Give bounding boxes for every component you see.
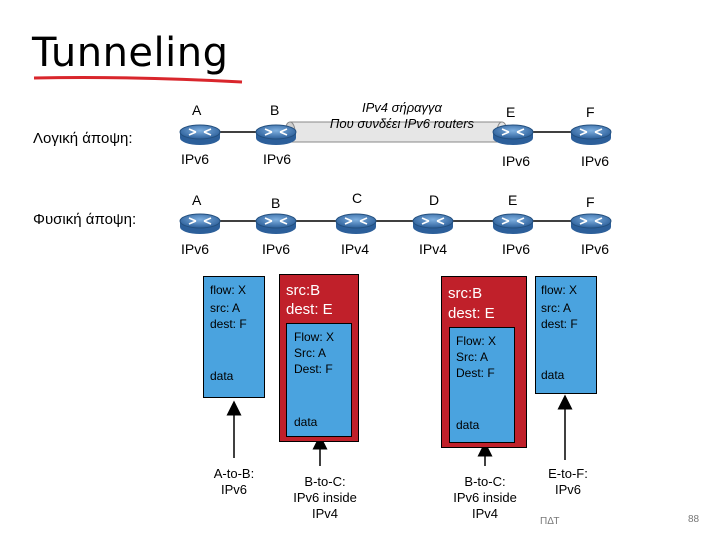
physical-node-c-proto: IPv4 xyxy=(341,241,370,257)
packet-a-to-b-src: src: A xyxy=(210,301,241,315)
physical-router-c-icon xyxy=(335,213,377,234)
physical-router-d-icon xyxy=(412,213,454,234)
caption-e-to-f: E-to-F: IPv6 xyxy=(528,466,608,498)
packet-e-to-f-flow: flow: X xyxy=(541,283,578,297)
packet-d-to-e-outer-dest: dest: E xyxy=(448,305,495,322)
physical-router-a-icon xyxy=(179,213,221,234)
logical-view-label: Λογική άποψη: xyxy=(33,130,133,147)
physical-router-b-icon xyxy=(255,213,297,234)
packet-b-to-c-src: Src: A xyxy=(294,346,327,360)
logical-node-e-proto: IPv6 xyxy=(502,153,531,169)
logical-node-b-proto: IPv6 xyxy=(263,151,292,167)
packet-b-to-c-flow: Flow: X xyxy=(294,330,335,344)
packet-a-to-b-dest: dest: F xyxy=(210,317,247,331)
logical-node-e-name: E xyxy=(506,104,516,120)
caption-e-to-f-line2: IPv6 xyxy=(554,482,581,497)
caption-d-to-e-line1: B-to-C: xyxy=(464,474,506,489)
caption-a-to-b-line2: IPv6 xyxy=(220,482,247,497)
packet-a-to-b: flow: X src: A dest: F data xyxy=(203,276,265,398)
packet-e-to-f: flow: X src: A dest: F data xyxy=(535,276,597,394)
packet-b-to-c-outer-dest: dest: E xyxy=(286,301,333,318)
caption-a-to-b-line1: A-to-B: xyxy=(213,466,255,481)
packet-d-to-e-inner: Flow: X Src: A Dest: F data xyxy=(449,327,515,443)
logical-node-a-name: A xyxy=(192,102,202,118)
packet-d-to-e: src:B dest: E Flow: X Src: A Dest: F dat… xyxy=(441,276,527,448)
physical-node-e-name: E xyxy=(508,192,518,208)
packet-b-to-c-inner: Flow: X Src: A Dest: F data xyxy=(286,323,352,437)
logical-router-a-icon xyxy=(179,124,221,145)
packet-d-to-e-src: Src: A xyxy=(456,350,489,364)
physical-node-b-name: B xyxy=(271,195,281,211)
slide-title: Tunneling xyxy=(32,30,229,76)
packet-a-to-b-flow: flow: X xyxy=(210,283,247,297)
tunnel-caption-line1: IPv4 σήραγγα xyxy=(362,100,442,115)
packet-d-to-e-dest: Dest: F xyxy=(456,366,495,380)
physical-node-d-name: D xyxy=(429,192,440,208)
physical-node-f-name: F xyxy=(586,194,595,210)
packet-e-to-f-dest: dest: F xyxy=(541,317,578,331)
physical-router-e-icon xyxy=(492,213,534,234)
caption-a-to-b: A-to-B: IPv6 xyxy=(194,466,274,498)
packet-d-to-e-outer-src: src:B xyxy=(448,285,483,302)
caption-b-to-c: B-to-C: IPv6 inside IPv4 xyxy=(275,474,375,522)
caption-b-to-c-line1: B-to-C: xyxy=(304,474,346,489)
packet-b-to-c-data: data xyxy=(294,415,318,429)
physical-node-a-proto: IPv6 xyxy=(181,241,210,257)
logical-router-f-icon xyxy=(570,124,612,145)
physical-router-f-icon xyxy=(570,213,612,234)
packet-b-to-c-outer-src: src:B xyxy=(286,282,321,299)
logical-router-e-icon xyxy=(492,124,534,145)
logical-node-f-proto: IPv6 xyxy=(581,153,610,169)
physical-node-a-name: A xyxy=(192,192,202,208)
caption-d-to-e-line3: IPv4 xyxy=(471,506,498,521)
footer-label: ΠΔΤ xyxy=(540,516,560,527)
physical-node-b-proto: IPv6 xyxy=(262,241,291,257)
physical-node-d-proto: IPv4 xyxy=(419,241,448,257)
physical-node-c-name: C xyxy=(352,190,363,206)
packet-e-to-f-src: src: A xyxy=(541,301,572,315)
physical-view-label: Φυσική άποψη: xyxy=(33,211,137,228)
logical-node-a-proto: IPv6 xyxy=(181,151,210,167)
tunnel-caption-line2: Που συνδέει IPv6 routers xyxy=(329,116,475,131)
physical-node-f-proto: IPv6 xyxy=(581,241,610,257)
caption-d-to-e: B-to-C: IPv6 inside IPv4 xyxy=(435,474,535,522)
packet-b-to-c-dest: Dest: F xyxy=(294,362,333,376)
logical-node-f-name: F xyxy=(586,104,595,120)
packet-d-to-e-flow: Flow: X xyxy=(456,334,497,348)
packet-e-to-f-data: data xyxy=(541,368,565,382)
logical-node-b-name: B xyxy=(270,102,280,118)
packet-a-to-b-data: data xyxy=(210,369,234,383)
logical-router-b-icon xyxy=(255,124,297,145)
caption-b-to-c-line3: IPv4 xyxy=(311,506,338,521)
title-underline xyxy=(33,76,243,84)
caption-d-to-e-line2: IPv6 inside xyxy=(453,490,517,505)
caption-b-to-c-line2: IPv6 inside xyxy=(293,490,357,505)
page-number: 88 xyxy=(688,514,700,525)
tunnel-caption: IPv4 σήραγγα Που συνδέει IPv6 routers xyxy=(316,100,488,132)
packet-d-to-e-data: data xyxy=(456,418,480,432)
packet-b-to-c: src:B dest: E Flow: X Src: A Dest: F dat… xyxy=(279,274,359,442)
physical-node-e-proto: IPv6 xyxy=(502,241,531,257)
caption-e-to-f-line1: E-to-F: xyxy=(548,466,588,481)
